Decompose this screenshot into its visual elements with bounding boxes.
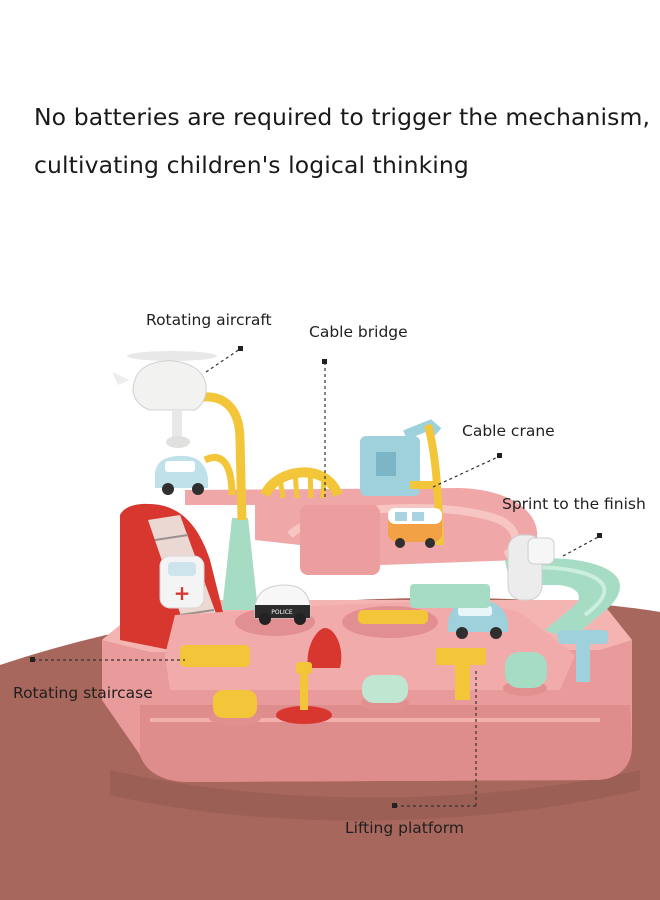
- blue-tap-lever: [558, 630, 608, 682]
- blue-car-upper: [155, 455, 208, 495]
- callout-lines: [33, 348, 601, 807]
- headline-line-2: cultivating children's logical thinking: [34, 151, 469, 179]
- floor-shadow: [110, 770, 640, 821]
- red-lever-button: [276, 662, 332, 724]
- aircraft-arm-2: [203, 454, 236, 496]
- orange-bus: [388, 508, 442, 548]
- callout-sprint-to-finish: Sprint to the finish: [502, 495, 646, 513]
- red-cone: [307, 628, 342, 668]
- mint-block: [410, 584, 490, 608]
- callout-lifting-platform: Lifting platform: [345, 819, 464, 837]
- police-car: POLICE: [254, 584, 311, 625]
- callout-dots: [30, 346, 602, 808]
- police-car-label: POLICE: [271, 609, 293, 616]
- ambulance: +: [159, 555, 205, 609]
- mint-button: [361, 675, 409, 711]
- ambulance-cross: +: [174, 581, 191, 605]
- callout-cable-crane: Cable crane: [462, 422, 555, 440]
- yellow-lift-lever: [436, 648, 486, 700]
- headline-line-1: No batteries are required to trigger the…: [34, 103, 651, 131]
- front-buttons: [209, 630, 608, 726]
- callout-rotating-staircase: Rotating staircase: [13, 684, 153, 702]
- yellow-button: [209, 690, 261, 726]
- mint-round-button: [503, 652, 547, 696]
- finish-car: [527, 537, 555, 565]
- rotating-aircraft: [112, 351, 217, 448]
- mint-tower: [222, 518, 258, 610]
- callout-rotating-aircraft: Rotating aircraft: [146, 311, 272, 329]
- callout-cable-bridge: Cable bridge: [309, 323, 408, 341]
- cable-bridge: [260, 467, 343, 499]
